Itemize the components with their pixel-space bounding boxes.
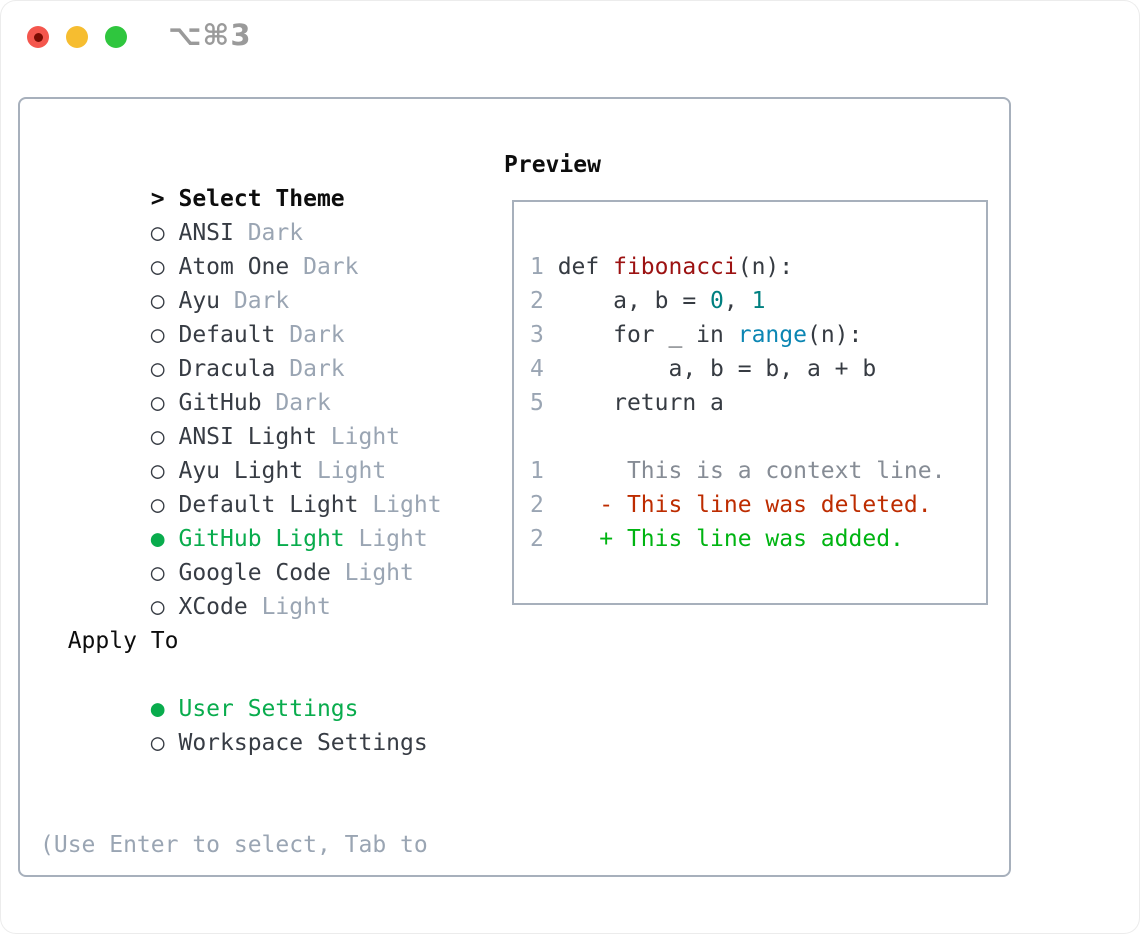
number-token: 0 [710, 288, 724, 314]
keyboard-hint-line2: change focus) [40, 930, 504, 934]
diff-context-line: 1 This is a context line. [530, 458, 946, 484]
radio-icon: ○ [150, 492, 165, 518]
radio-icon: ○ [150, 356, 165, 382]
radio-icon: ○ [150, 322, 165, 348]
apply-to-option-workspace-settings[interactable]: ○Workspace Settings [40, 692, 504, 756]
radio-icon: ○ [150, 424, 165, 450]
radio-selected-icon: ● [150, 526, 165, 552]
minimize-button-icon[interactable] [66, 26, 88, 48]
code-line: 4 a, b = b, a + b [530, 356, 877, 382]
code-line: 2 a, b = 0, 1 [530, 288, 766, 314]
diff-added-line: 2 + This line was added. [530, 526, 904, 552]
builtin-token: range [737, 322, 807, 348]
code-line: 1 def fibonacci(n): [530, 254, 794, 280]
preview-title: Preview [504, 152, 601, 178]
code-line: 5 return a [530, 390, 724, 416]
theme-picker-header: > Select Theme [40, 148, 504, 212]
apply-to-option-user-settings[interactable]: ●User Settings [40, 658, 504, 722]
radio-icon: ○ [150, 594, 165, 620]
function-name-token: fibonacci [613, 254, 738, 280]
radio-icon: ○ [150, 220, 165, 246]
keyboard-hint: (Use Enter to select, Tab to change focu… [40, 760, 504, 934]
number-token: 1 [751, 288, 766, 314]
title-bar: ⌥⌘3 [0, 0, 1140, 75]
radio-selected-icon: ● [150, 696, 165, 722]
apply-to-header: Apply To [67, 628, 179, 654]
close-button-icon[interactable] [27, 26, 49, 48]
radio-icon: ○ [150, 390, 165, 416]
radio-icon: ○ [150, 560, 165, 586]
diff-deleted-line: 2 - This line was deleted. [530, 492, 932, 518]
code-line-blank [530, 420, 986, 454]
traffic-lights [27, 26, 127, 48]
code-preview-box: 1 def fibonacci(n): 2 a, b = 0, 1 3 for … [512, 200, 988, 605]
radio-icon: ○ [150, 730, 165, 756]
preview-pane: Preview 1 def fibonacci(n): 2 a, b = 0, … [504, 148, 1009, 875]
code-line: 3 for _ in range(n): [530, 322, 863, 348]
radio-icon: ○ [150, 254, 165, 280]
keyboard-hint-line1: (Use Enter to select, Tab to [40, 832, 428, 858]
prompt-caret-icon: > [150, 186, 165, 212]
zoom-button-icon[interactable] [105, 26, 127, 48]
radio-icon: ○ [150, 288, 165, 314]
radio-icon: ○ [150, 458, 165, 484]
window-title: ⌥⌘3 [168, 18, 252, 52]
theme-picker-title: Select Theme [178, 186, 345, 212]
